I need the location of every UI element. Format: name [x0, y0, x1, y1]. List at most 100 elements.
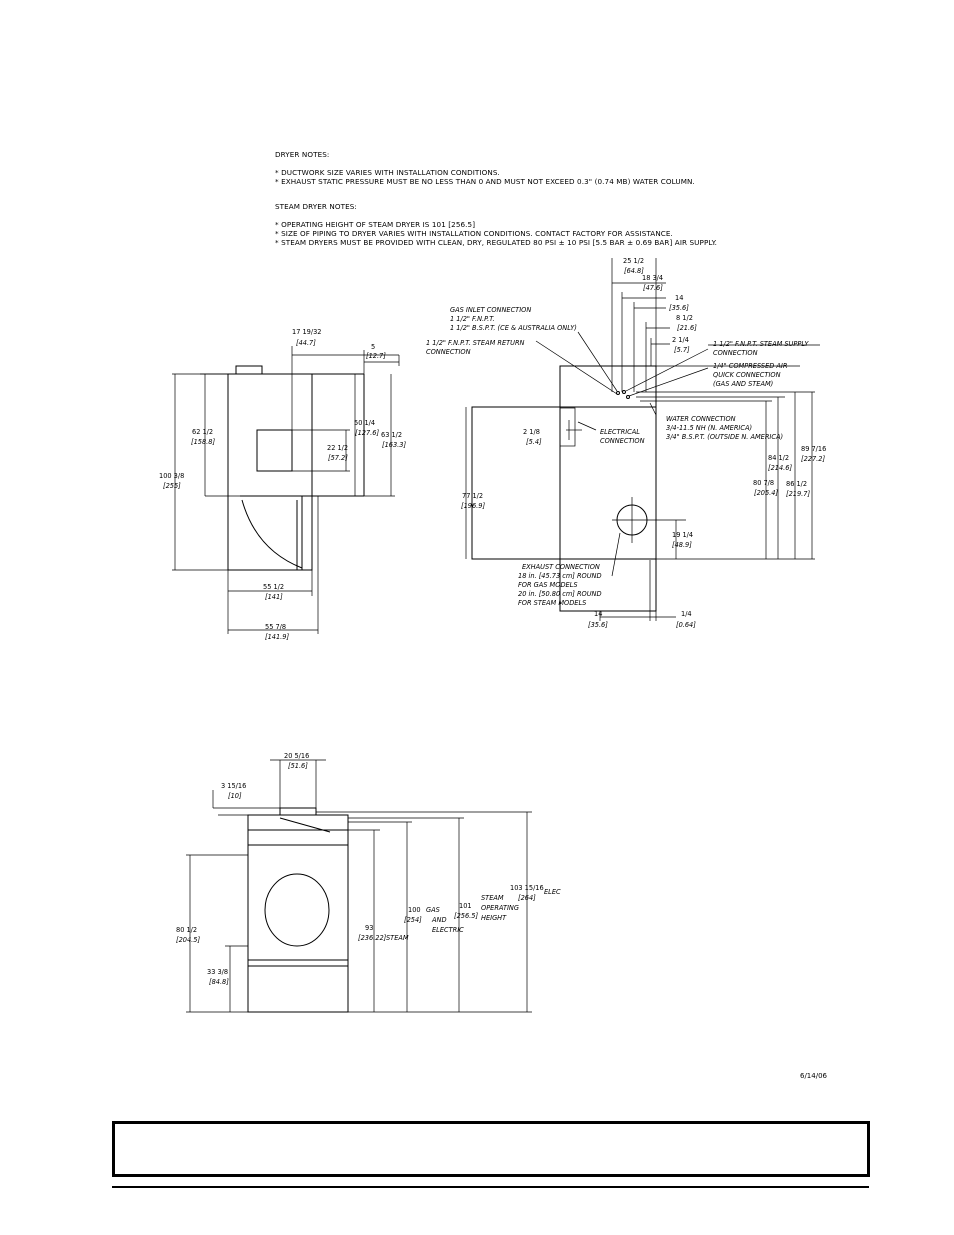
steam-dryer-notes: STEAM DRYER NOTES: * OPERATING HEIGHT OF…	[275, 202, 717, 247]
water-connection-label: 3/4" B.S.P.T. (OUTSIDE N. AMERICA)	[666, 433, 783, 441]
dim-50-1-4: 50 1/4	[354, 419, 375, 427]
compressed-air-label: (GAS AND STEAM)	[713, 380, 773, 388]
dim-84-1-2: 84 1/2	[768, 454, 789, 462]
dryer-note-item: * DUCTWORK SIZE VARIES WITH INSTALLATION…	[275, 168, 500, 177]
dim-14-bottom-metric: [35.6]	[588, 621, 608, 629]
rear-ductwork-outline	[471, 406, 657, 560]
steam-operating-label: OPERATING	[481, 904, 519, 912]
gas-inlet-label: 1 1/2" B.S.P.T. (CE & AUSTRALIA ONLY)	[450, 324, 577, 332]
dim-20-5-16-metric: [51.6]	[288, 762, 308, 770]
side-panel	[256, 429, 293, 472]
dim-5-metric: [12.7]	[366, 352, 386, 360]
dim-93-metric: [236.22]	[358, 934, 387, 942]
dim-18-3-4: 18 3/4	[642, 274, 663, 282]
electrical-connection-label: ELECTRICAL	[600, 428, 640, 436]
front-door-window	[264, 873, 330, 947]
gas-inlet-label: 1 1/2" F.N.P.T.	[450, 315, 495, 323]
dim-80-1-2: 80 1/2	[176, 926, 197, 934]
steam-supply-label: CONNECTION	[713, 349, 758, 357]
dim-25-1-2: 25 1/2	[623, 257, 644, 265]
dim-1-4-metric: [0.64]	[676, 621, 696, 629]
dim-3-15-16-metric: [10]	[228, 792, 242, 800]
dim-63-1-2-metric: [163.3]	[382, 441, 406, 449]
gas-inlet-point	[616, 391, 620, 395]
dim-100: 100	[408, 906, 421, 914]
dim-93: 93	[365, 924, 373, 932]
dryer-notes-heading: DRYER NOTES:	[275, 150, 330, 159]
electrical-connection-label: CONNECTION	[600, 437, 645, 445]
dim-89-7-16-metric: [227.2]	[801, 455, 825, 463]
dim-101-metric: [256.5]	[454, 912, 478, 920]
dim-100-3-8: 100 3/8	[159, 472, 184, 480]
exhaust-connection-label: 18 in. [45.73 cm] ROUND	[518, 572, 602, 580]
steam-note-item: * SIZE OF PIPING TO DRYER VARIES WITH IN…	[275, 229, 673, 238]
dim-84-1-2-metric: [214.6]	[768, 464, 792, 472]
footer-box	[112, 1121, 870, 1177]
dim-17-19-32: 17 19/32	[292, 328, 322, 336]
rear-view: 25 1/2 [64.8] 18 3/4 [47.6] 14 [35.6] 8 …	[426, 257, 826, 629]
electric-label: ELECTRIC	[432, 926, 464, 934]
dim-103-15-16-metric: [264]	[518, 894, 536, 902]
side-cabinet-outline	[227, 373, 313, 571]
steam-operating-label: HEIGHT	[481, 914, 507, 922]
gas-inlet-label: GAS INLET CONNECTION	[450, 306, 531, 314]
leader-line	[625, 348, 709, 392]
dim-80-7-8: 80 7/8	[753, 479, 774, 487]
dim-50-1-4-metric: [127.6]	[355, 429, 379, 437]
dim-2-1-8-metric: [5.4]	[526, 438, 542, 446]
steam-notes-heading: STEAM DRYER NOTES:	[275, 202, 357, 211]
front-lint-slot	[279, 817, 331, 833]
dim-33-3-8: 33 3/8	[207, 968, 228, 976]
exhaust-connection-label: FOR STEAM MODELS	[518, 599, 586, 607]
dim-19-1-4-metric: [48.9]	[672, 541, 692, 549]
steam-return-label: CONNECTION	[426, 348, 471, 356]
dim-62-1-2: 62 1/2	[192, 428, 213, 436]
front-top-duct	[279, 807, 317, 816]
side-top-duct	[235, 365, 263, 375]
dim-22-1-2-metric: [57.2]	[328, 454, 348, 462]
dim-19-1-4: 19 1/4	[672, 531, 693, 539]
leader-line	[535, 340, 618, 395]
dim-100-metric: [254]	[404, 916, 422, 924]
dim-100-3-8-metric: [255]	[163, 482, 181, 490]
dim-86-1-2: 86 1/2	[786, 480, 807, 488]
steam-return-label: 1 1/2" F.N.P.T. STEAM RETURN	[426, 339, 525, 347]
steam-label: STEAM	[386, 934, 409, 942]
water-connection-label: 3/4-11.5 NH (N. AMERICA)	[666, 424, 752, 432]
leader-line	[577, 331, 618, 392]
dim-103-15-16: 103 15/16	[510, 884, 544, 892]
compressed-air-label: QUICK CONNECTION	[713, 371, 781, 379]
dim-77-1-2-metric: [196.9]	[461, 502, 485, 510]
dim-63-1-2: 63 1/2	[381, 431, 402, 439]
dim-55-7-8: 55 7/8	[265, 623, 286, 631]
dim-17-19-32-metric: [44.7]	[296, 339, 316, 347]
dim-18-3-4-metric: [47.6]	[643, 284, 663, 292]
dim-2-1-4-metric: [5.7]	[674, 346, 690, 354]
dim-20-5-16: 20 5/16	[284, 752, 309, 760]
steam-supply-label: 1 1/2" F.N.P.T. STEAM SUPPLY	[713, 340, 809, 348]
dim-55-1-2: 55 1/2	[263, 583, 284, 591]
water-point	[626, 395, 630, 399]
water-connection-label: WATER CONNECTION	[666, 415, 736, 423]
dim-33-3-8-metric: [84.8]	[209, 978, 229, 986]
dim-1-4: 1/4	[681, 610, 692, 618]
steam-note-item: * STEAM DRYERS MUST BE PROVIDED WITH CLE…	[275, 238, 717, 247]
dim-8-1-2: 8 1/2	[676, 314, 693, 322]
dim-25-1-2-metric: [64.8]	[624, 267, 644, 275]
dim-2-1-8: 2 1/8	[523, 428, 540, 436]
steam-return-point	[622, 390, 626, 394]
leader-line	[628, 367, 709, 397]
and-label: AND	[431, 916, 447, 924]
dim-22-1-2: 22 1/2	[327, 444, 348, 452]
dim-14-top: 14	[675, 294, 683, 302]
dim-14-top-metric: [35.6]	[669, 304, 689, 312]
dim-8-1-2-metric: [21.6]	[677, 324, 697, 332]
side-door-arc	[241, 499, 303, 569]
dim-3-15-16: 3 15/16	[221, 782, 246, 790]
dim-5: 5	[371, 343, 375, 351]
dim-55-1-2-metric: [141]	[265, 593, 283, 601]
exhaust-connection-label: FOR GAS MODELS	[518, 581, 578, 589]
dryer-note-item: * EXHAUST STATIC PRESSURE MUST BE NO LES…	[275, 177, 695, 186]
gas-label: GAS	[426, 906, 440, 914]
